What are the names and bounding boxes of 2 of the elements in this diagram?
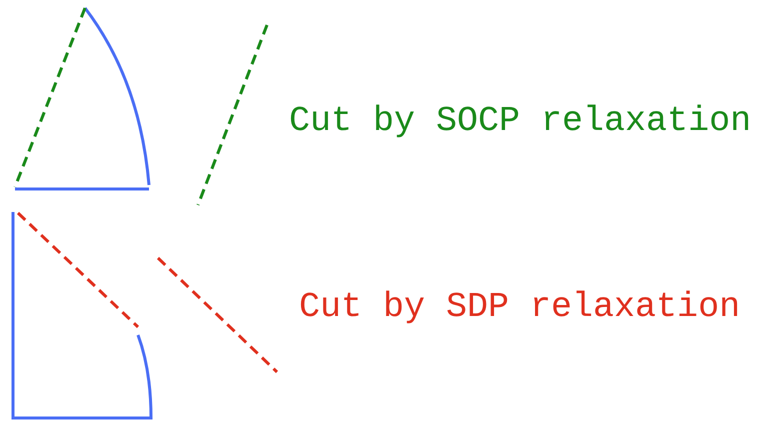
cut-caption: Cut by SDP relaxation bbox=[299, 287, 740, 327]
cut-caption: Cut by SOCP relaxation bbox=[289, 101, 752, 141]
